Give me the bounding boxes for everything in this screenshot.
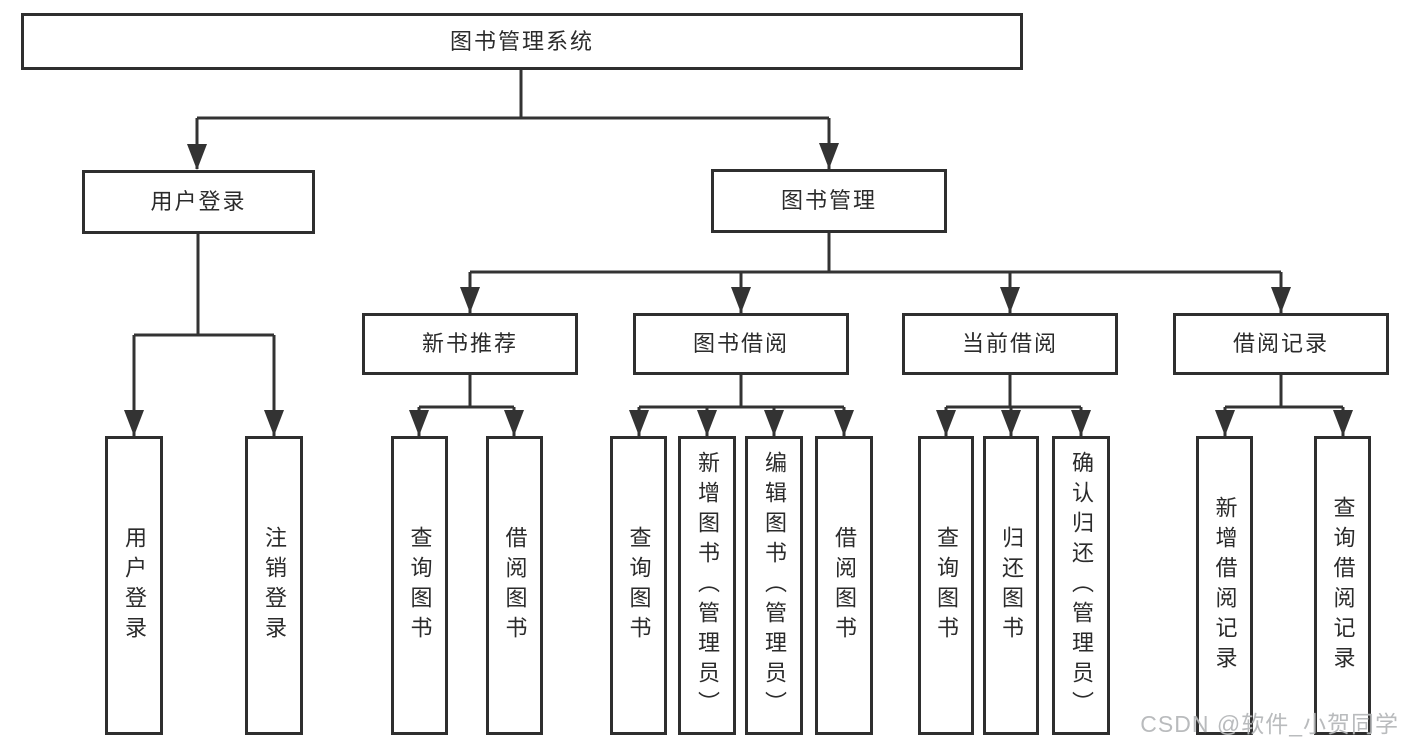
node-user-login-group: 用户登录 [82, 170, 315, 234]
node-bb-add-books-admin: 新增图书（管理员） [678, 436, 736, 735]
node-bb-borrow-books: 借阅图书 [815, 436, 873, 735]
node-cb-query-books: 查询图书 [918, 436, 974, 735]
node-book-management: 图书管理 [711, 169, 947, 233]
node-new-book-recommend: 新书推荐 [362, 313, 578, 375]
connector-book-borrow-branch [629, 375, 854, 436]
watermark: CSDN @软件_小贺同学 [1140, 711, 1399, 737]
node-br-query-record: 查询借阅记录 [1314, 436, 1371, 735]
node-nbr-borrow-books: 借阅图书 [486, 436, 543, 735]
node-borrow-records: 借阅记录 [1173, 313, 1389, 375]
node-user-login-leaf: 用户登录 [105, 436, 163, 735]
connector-new-book-branch [409, 375, 524, 436]
connector-borrow-records-branch [1215, 375, 1353, 436]
node-cb-return-books: 归还图书 [983, 436, 1039, 735]
connector-book-management-branch [460, 233, 1291, 313]
node-book-borrow: 图书借阅 [633, 313, 849, 375]
node-nbr-query-books: 查询图书 [391, 436, 448, 735]
node-logout-leaf: 注销登录 [245, 436, 303, 735]
connector-root-branch [187, 70, 839, 170]
node-bb-query-books: 查询图书 [610, 436, 667, 735]
node-bb-edit-books-admin: 编辑图书（管理员） [745, 436, 803, 735]
node-br-add-record: 新增借阅记录 [1196, 436, 1253, 735]
connector-user-login-branch [124, 234, 284, 436]
connector-current-borrow-branch [936, 375, 1091, 436]
node-cb-confirm-return-admin: 确认归还（管理员） [1052, 436, 1110, 735]
node-root: 图书管理系统 [21, 13, 1023, 70]
node-current-borrow: 当前借阅 [902, 313, 1118, 375]
